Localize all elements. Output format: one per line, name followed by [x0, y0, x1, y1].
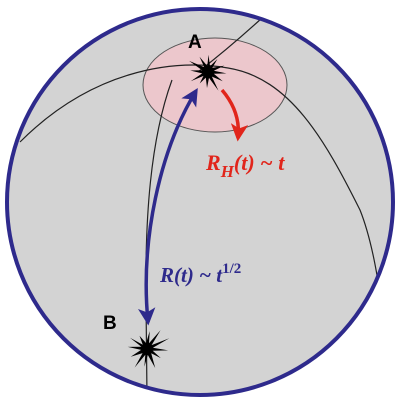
horizon-formula: RH(t) ~ t	[205, 150, 285, 181]
star-b-icon	[127, 330, 170, 368]
diffusion-rest: (t) ~ t	[174, 263, 223, 287]
sphere	[7, 9, 393, 395]
diffusion-formula: R(t) ~ t1/2	[159, 261, 241, 287]
horizon-arrow	[220, 88, 249, 142]
latitude-line	[19, 64, 382, 301]
diffusion-symbol: R	[159, 263, 174, 287]
horizon-rest: (t) ~ t	[234, 150, 285, 175]
star-a-icon	[189, 54, 227, 91]
horizon-symbol: R	[205, 150, 221, 175]
diffusion-arrow	[137, 88, 198, 326]
diffusion-exponent: 1/2	[222, 261, 241, 277]
horizon-subscript: H	[220, 162, 235, 181]
sphere-outline	[5, 7, 395, 397]
point-a-label: A	[188, 32, 202, 53]
point-b-label: B	[103, 313, 117, 334]
